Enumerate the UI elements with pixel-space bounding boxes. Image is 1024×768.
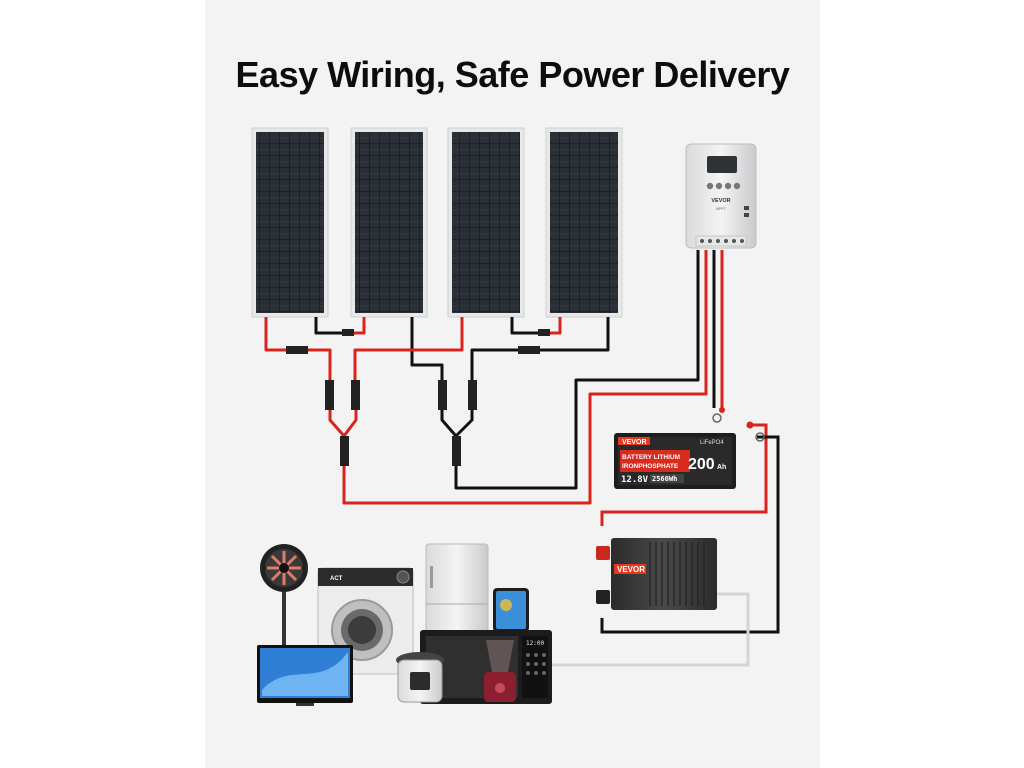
microwave-display: 12:00: [526, 640, 544, 647]
inverter-positive-terminal: [596, 546, 610, 560]
solar-panel-3: [447, 127, 525, 318]
battery: VEVOR LiFePO4 BATTERY LITHIUM IRONPHOSPH…: [614, 433, 736, 489]
battery-label-line1: BATTERY LITHIUM: [622, 454, 680, 461]
controller-lcd: [707, 156, 737, 173]
battery-energy: 2560Wh: [652, 475, 677, 483]
ac-output-cable: [540, 592, 750, 667]
usb-port: [744, 213, 749, 217]
monitor: [257, 645, 353, 706]
pv-wiring: [264, 250, 708, 505]
tablet: [493, 588, 529, 632]
pressure-cooker: [396, 652, 444, 703]
inverter: VEVOR: [596, 538, 717, 610]
floor-fan: [260, 544, 308, 652]
controller-button: [724, 182, 732, 190]
controller-button: [706, 182, 714, 190]
washer-brand: ACT: [330, 576, 343, 582]
solar-panel-2: [350, 127, 428, 318]
solar-panel-1: [251, 127, 329, 318]
battery-brand: VEVOR: [622, 439, 647, 446]
controller-button: [715, 182, 723, 190]
solar-panel-4: [545, 127, 623, 318]
battery-capacity-unit: Ah: [717, 464, 726, 471]
battery-inverter-wiring: [600, 421, 780, 634]
page-title: Easy Wiring, Safe Power Delivery: [235, 54, 790, 95]
controller-battery-wiring: [712, 250, 725, 423]
controller-model: MPPT: [716, 207, 727, 211]
inverter-brand: VEVOR: [617, 565, 645, 574]
battery-label-line2: IRONPHOSPHATE: [622, 463, 679, 470]
battery-capacity: 200: [688, 456, 715, 473]
charge-controller: VEVOR MPPT: [685, 143, 757, 249]
usb-port: [744, 206, 749, 210]
controller-brand: VEVOR: [711, 198, 730, 204]
blender: [484, 640, 516, 702]
inverter-negative-terminal: [596, 590, 610, 604]
controller-button: [733, 182, 741, 190]
battery-voltage: 12.8V: [621, 475, 649, 485]
battery-chemistry-badge: LiFePO4: [700, 440, 724, 446]
